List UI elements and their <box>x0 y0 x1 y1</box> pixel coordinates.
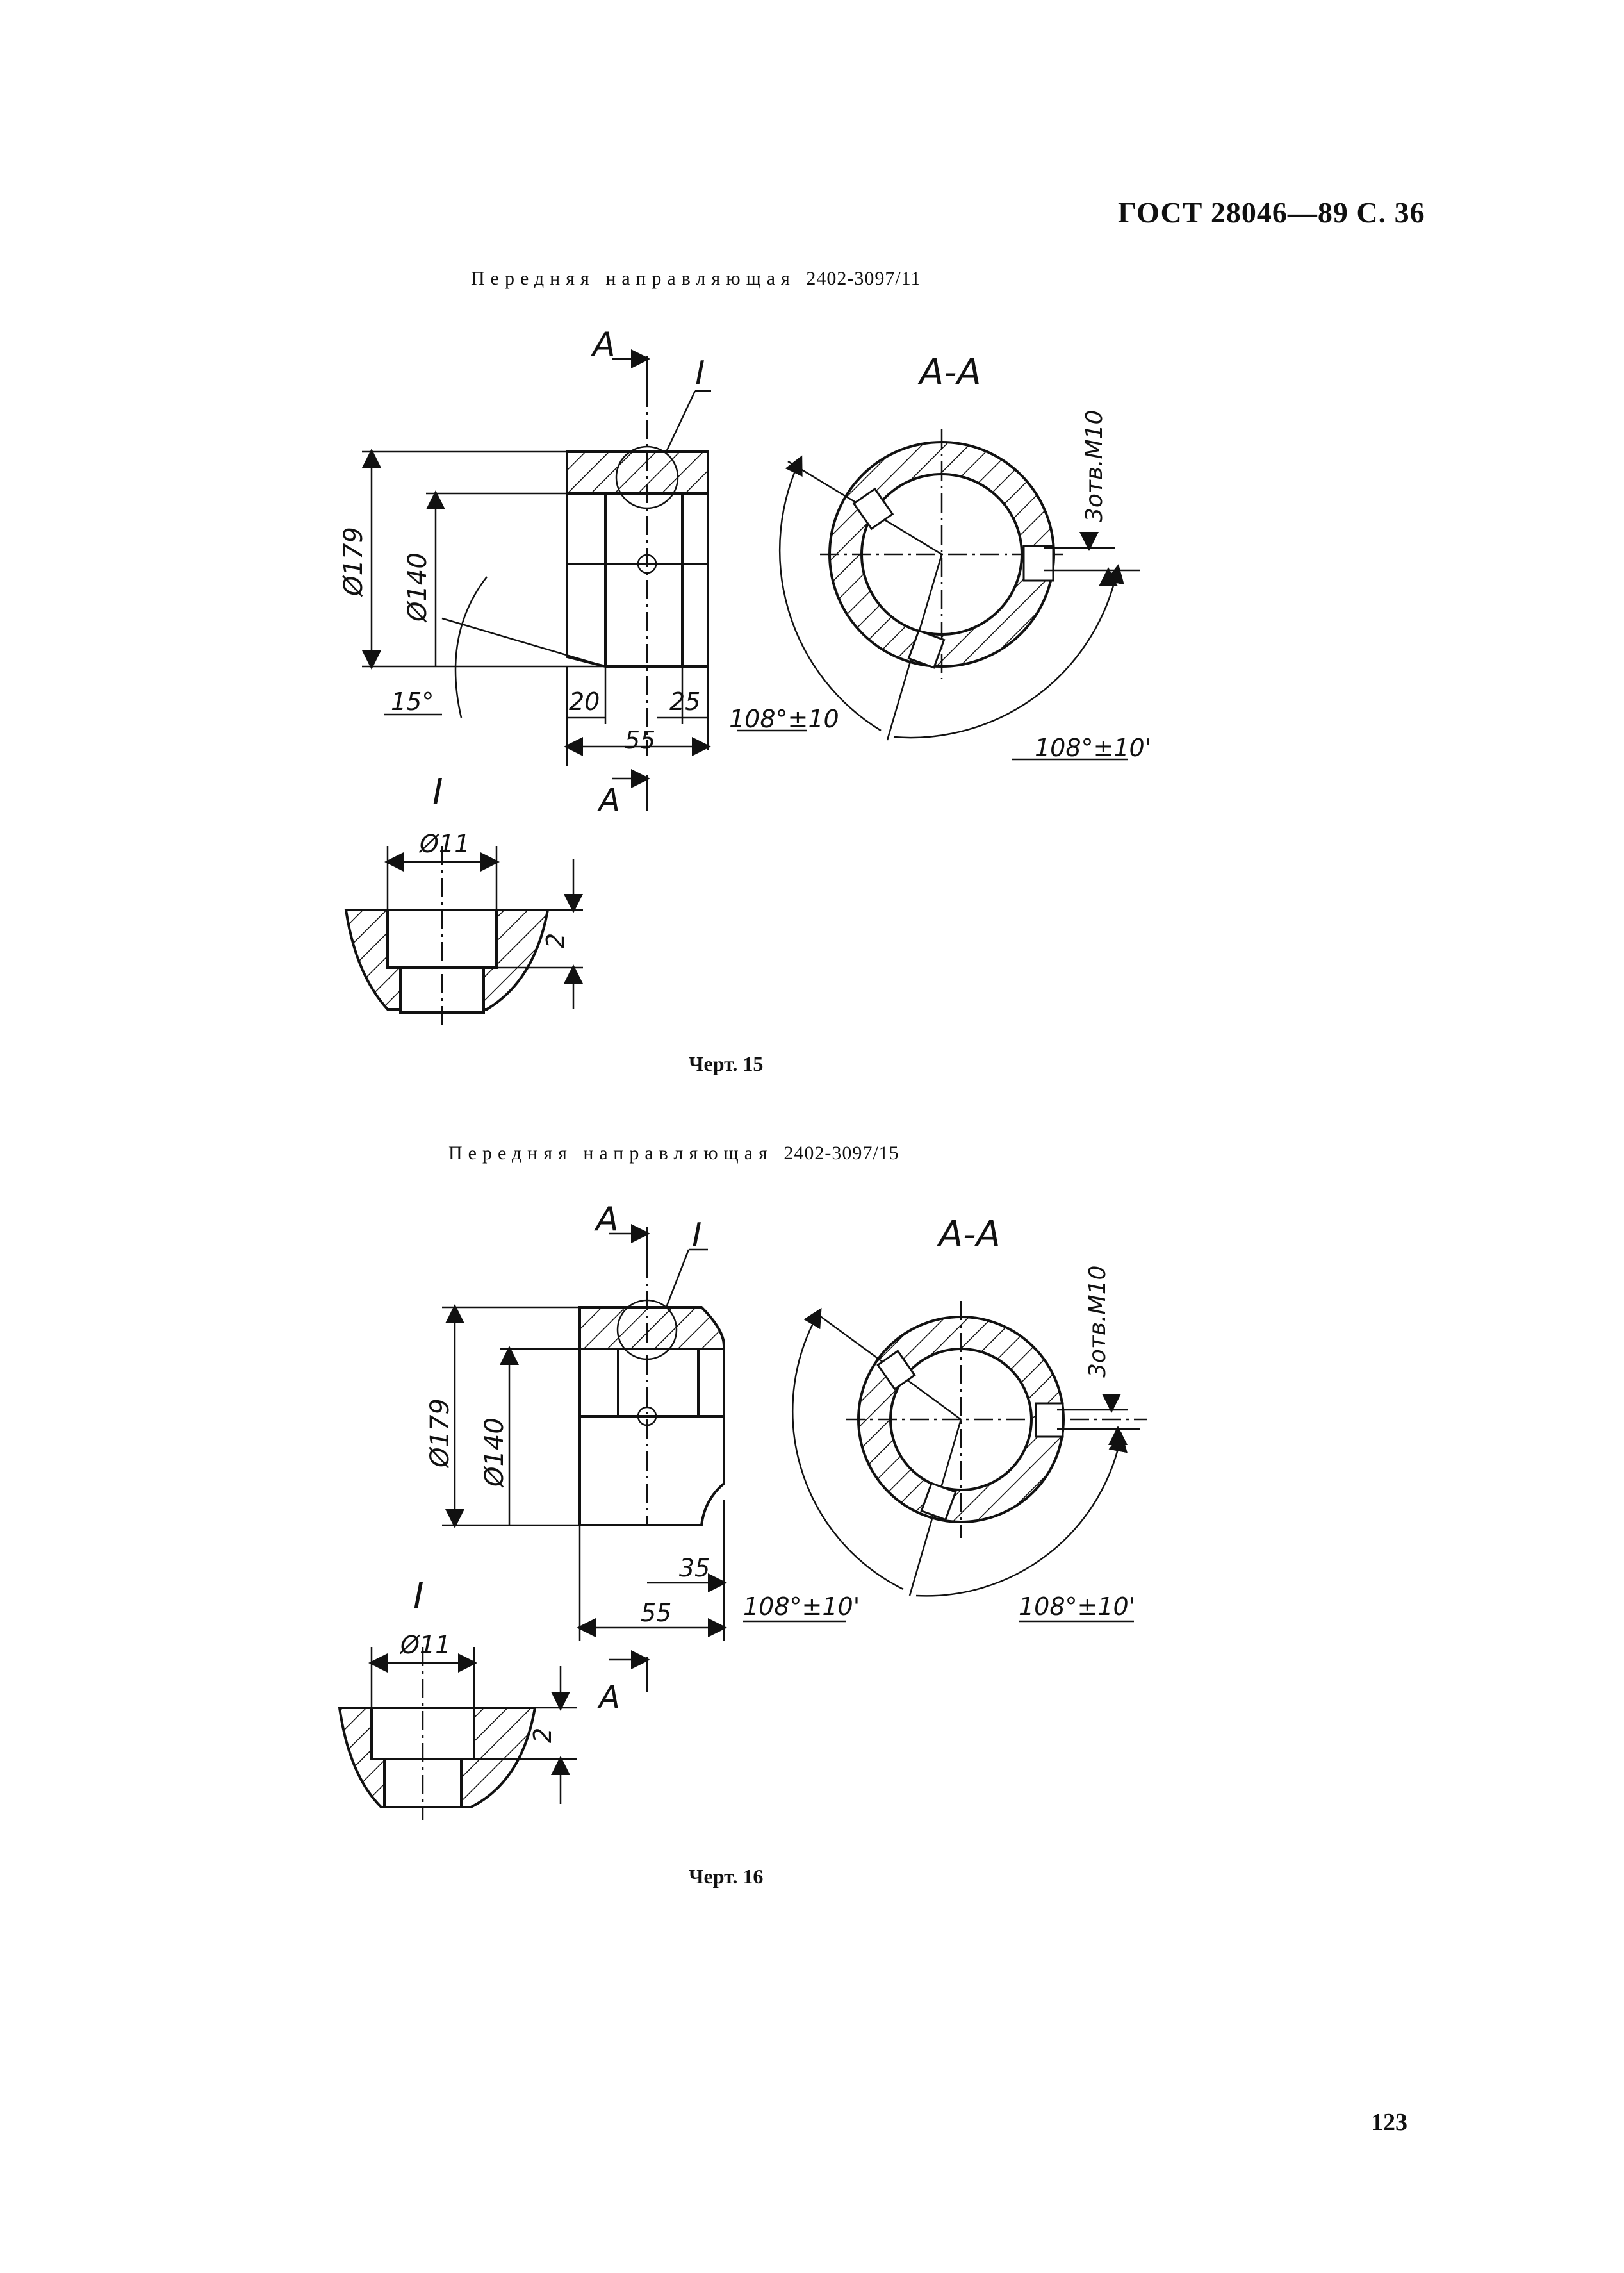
fig2-dim-55: 55 <box>641 1599 671 1627</box>
fig1-dim-55: 55 <box>625 726 655 754</box>
fig1-detail-title: I <box>432 772 443 813</box>
page-header: ГОСТ 28046—89 С. 36 <box>1118 196 1425 229</box>
fig1-angle-right: 108°±10' <box>1035 734 1151 762</box>
fig2-angle-right: 108°±10' <box>1019 1592 1135 1621</box>
fig2-detail-view: I Ø11 2 <box>338 1576 577 1820</box>
figure2-code: 2402-3097/15 <box>783 1143 899 1164</box>
fig1-section-title: А-А <box>917 352 981 393</box>
figure1-code: 2402-3097/11 <box>806 268 921 289</box>
figure1-drawing: А I А Ø179 Ø140 15° 20 25 55 <box>339 326 1151 1025</box>
fig2-dia-inner: Ø140 <box>480 1418 509 1488</box>
fig2-section-view: А-А 3отв.М10 108°±10' 108°±10' <box>743 1214 1147 1623</box>
fig2-detail-depth: 2 <box>529 1728 557 1743</box>
fig2-dim-35: 35 <box>679 1554 710 1582</box>
fig1-detail-dia: Ø11 <box>418 830 470 858</box>
fig1-dia-inner: Ø140 <box>403 552 432 623</box>
fig1-detail-marker: I <box>695 354 705 393</box>
figure2-caption: Черт. 16 <box>689 1865 764 1888</box>
figure1-caption: Черт. 15 <box>689 1052 764 1075</box>
figure2-title: Передняя направляющая 2402-3097/15 <box>448 1143 899 1164</box>
fig2-section-marker-bottom: А <box>597 1680 620 1715</box>
fig1-angle-left: 108°±10 <box>729 705 839 733</box>
figure1-title-text: Передняя направляющая <box>471 268 796 289</box>
fig1-angle: 15° <box>391 688 434 716</box>
fig2-detail-title: I <box>413 1576 424 1617</box>
fig1-side-view: А I А Ø179 Ø140 15° 20 25 55 <box>339 326 711 818</box>
fig1-dim-20: 20 <box>569 688 600 716</box>
fig2-detail-dia: Ø11 <box>399 1631 450 1659</box>
fig2-detail-marker: I <box>692 1216 701 1255</box>
fig1-section-view: А-А 3отв.М10 108°±10 108°±10' <box>729 352 1151 762</box>
fig1-dia-outer: Ø179 <box>339 527 368 597</box>
fig1-dim-25: 25 <box>669 688 700 716</box>
fig2-section-title: А-А <box>937 1214 1001 1255</box>
page-number: 123 <box>1371 2109 1407 2136</box>
figure2-drawing: А I А Ø179 Ø140 35 55 <box>338 1200 1147 1820</box>
fig2-holes: 3отв.М10 <box>1085 1266 1111 1378</box>
fig2-side-view: А I А Ø179 Ø140 35 55 <box>425 1200 727 1715</box>
fig2-section-marker: А <box>594 1200 619 1239</box>
fig1-detail-depth: 2 <box>541 933 570 948</box>
fig1-detail-view: I Ø11 2 <box>344 772 583 1025</box>
fig1-section-marker: А <box>591 326 616 364</box>
fig2-dia-outer: Ø179 <box>425 1398 455 1469</box>
figure1-title: Передняя направляющая 2402-3097/11 <box>471 268 921 290</box>
figure2-title-text: Передняя направляющая <box>448 1143 773 1164</box>
fig1-section-marker-bottom: А <box>597 782 620 818</box>
fig2-angle-left: 108°±10' <box>743 1592 860 1621</box>
fig1-holes: 3отв.М10 <box>1081 410 1108 522</box>
